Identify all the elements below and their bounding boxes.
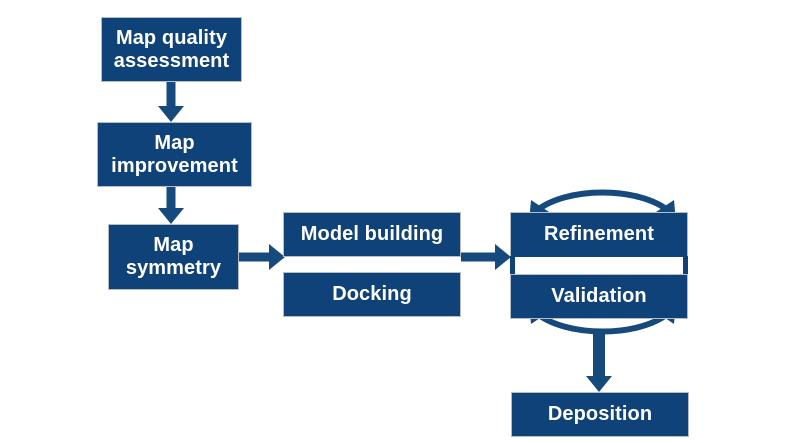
connector-build-dock-to-cycle	[461, 242, 511, 272]
node-label: Map quality assessment	[113, 26, 230, 72]
arrow-shaft	[239, 252, 271, 262]
arrow-shaft	[166, 82, 176, 108]
cycle-group-frame-right	[683, 256, 688, 275]
node-label: Map symmetry	[125, 234, 222, 279]
node-docking[interactable]: Docking	[283, 272, 461, 317]
node-deposition[interactable]: Deposition	[511, 392, 689, 437]
node-label: Map improvement	[111, 131, 238, 177]
arrow-head-right-icon	[495, 244, 511, 270]
node-validation[interactable]: Validation	[510, 274, 688, 319]
node-label: Refinement	[544, 223, 654, 245]
connector-improvement-to-symmetry	[156, 187, 186, 224]
arrow-shaft	[593, 330, 605, 378]
connector-quality-to-improvement	[156, 82, 186, 122]
cycle-arc-top	[533, 189, 672, 215]
node-label: Deposition	[547, 403, 653, 425]
cycle-separator-strip	[514, 256, 684, 275]
arrow-shaft	[461, 252, 497, 262]
node-label: Docking	[332, 283, 412, 305]
node-map-improvement[interactable]: Map improvement	[97, 122, 252, 187]
node-label: Model building	[300, 223, 444, 245]
arrow-head-right-icon	[269, 244, 285, 270]
connector-symmetry-to-build-dock	[239, 242, 285, 272]
cycle-group-frame-left	[510, 256, 515, 275]
arrow-head-down-icon	[158, 208, 184, 224]
connector-cycle-to-deposition	[584, 330, 614, 392]
node-label: Validation	[551, 285, 647, 307]
node-map-symmetry[interactable]: Map symmetry	[108, 224, 239, 290]
arrow-head-down-icon	[158, 106, 184, 122]
node-map-quality-assessment[interactable]: Map quality assessment	[101, 17, 242, 82]
node-refinement[interactable]: Refinement	[510, 212, 688, 257]
node-model-building[interactable]: Model building	[283, 212, 461, 257]
arrow-shaft	[166, 187, 176, 210]
arrow-head-down-icon	[586, 376, 612, 392]
